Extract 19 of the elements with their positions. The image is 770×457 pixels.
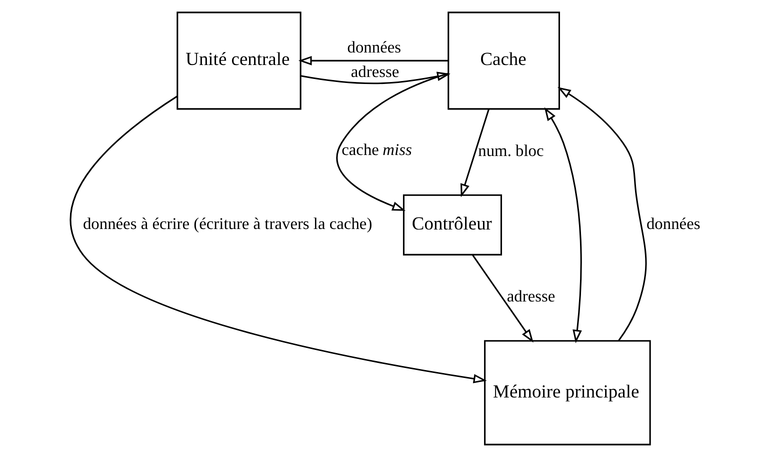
arrow bbox=[300, 72, 450, 84]
node-box: Unité centrale bbox=[176, 12, 301, 110]
node-box: Mémoire principale bbox=[484, 340, 650, 446]
arrow bbox=[336, 72, 448, 211]
edge-label: données bbox=[346, 37, 401, 56]
edge-label: données bbox=[646, 214, 700, 233]
edge-label: données à écrire (écriture à travers la cache) bbox=[82, 214, 372, 233]
arrow bbox=[544, 107, 582, 344]
arrow bbox=[460, 108, 490, 198]
node-box: Contrôleur bbox=[402, 194, 502, 256]
node-box: Cache bbox=[447, 12, 560, 110]
arrow bbox=[298, 56, 448, 66]
edge-label: adresse bbox=[350, 62, 399, 81]
arrow bbox=[70, 96, 486, 384]
arrow bbox=[557, 87, 646, 342]
arrow bbox=[471, 254, 533, 343]
edge-label: adresse bbox=[506, 286, 555, 306]
edge-label: cache miss bbox=[341, 140, 412, 159]
edge-label: num. bloc bbox=[478, 140, 544, 160]
